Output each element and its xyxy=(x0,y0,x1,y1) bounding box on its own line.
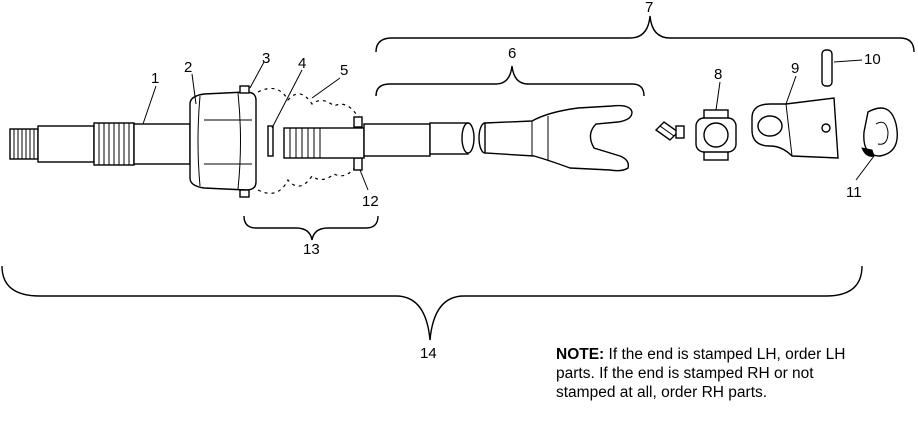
yoke-part-9 xyxy=(751,97,839,159)
brace-14 xyxy=(1,265,863,341)
leader-lines xyxy=(142,59,875,191)
boot-part-5 xyxy=(257,87,363,194)
callout-11: 11 xyxy=(846,184,862,201)
seal-part-11 xyxy=(861,107,898,157)
note-text: If the end is stamped LH, order LH parts… xyxy=(556,346,846,401)
callout-labels: 1 2 3 4 5 6 7 8 9 10 11 12 13 14 xyxy=(151,0,881,362)
clamp-part-3 xyxy=(239,85,250,198)
callout-2: 2 xyxy=(184,59,192,76)
callout-8: 8 xyxy=(714,66,722,83)
callout-13: 13 xyxy=(303,241,320,258)
retaining-ring-part-4 xyxy=(267,125,274,157)
callout-5: 5 xyxy=(340,62,348,79)
callout-14: 14 xyxy=(420,345,437,362)
callout-12: 12 xyxy=(362,193,379,210)
cv-joint-housing-part-2 xyxy=(189,91,257,191)
axle-stub-part-1 xyxy=(9,122,191,166)
callout-3: 3 xyxy=(262,50,270,67)
order-note: NOTE: If the end is stamped LH, order LH… xyxy=(556,345,866,402)
callout-10: 10 xyxy=(864,51,881,68)
callout-1: 1 xyxy=(151,70,159,87)
callout-4: 4 xyxy=(298,55,306,72)
note-heading: NOTE: xyxy=(556,346,605,363)
callout-7: 7 xyxy=(645,0,653,16)
cross-spider-part-8 xyxy=(695,109,737,161)
pin-part-10 xyxy=(821,49,833,87)
shaft-yoke-part-6 xyxy=(283,104,633,172)
grease-fitting-icon xyxy=(654,121,685,141)
callout-9: 9 xyxy=(791,60,799,77)
callout-6: 6 xyxy=(508,45,516,62)
brace-7 xyxy=(375,15,915,53)
brace-13 xyxy=(243,215,379,241)
brace-6 xyxy=(375,65,645,97)
